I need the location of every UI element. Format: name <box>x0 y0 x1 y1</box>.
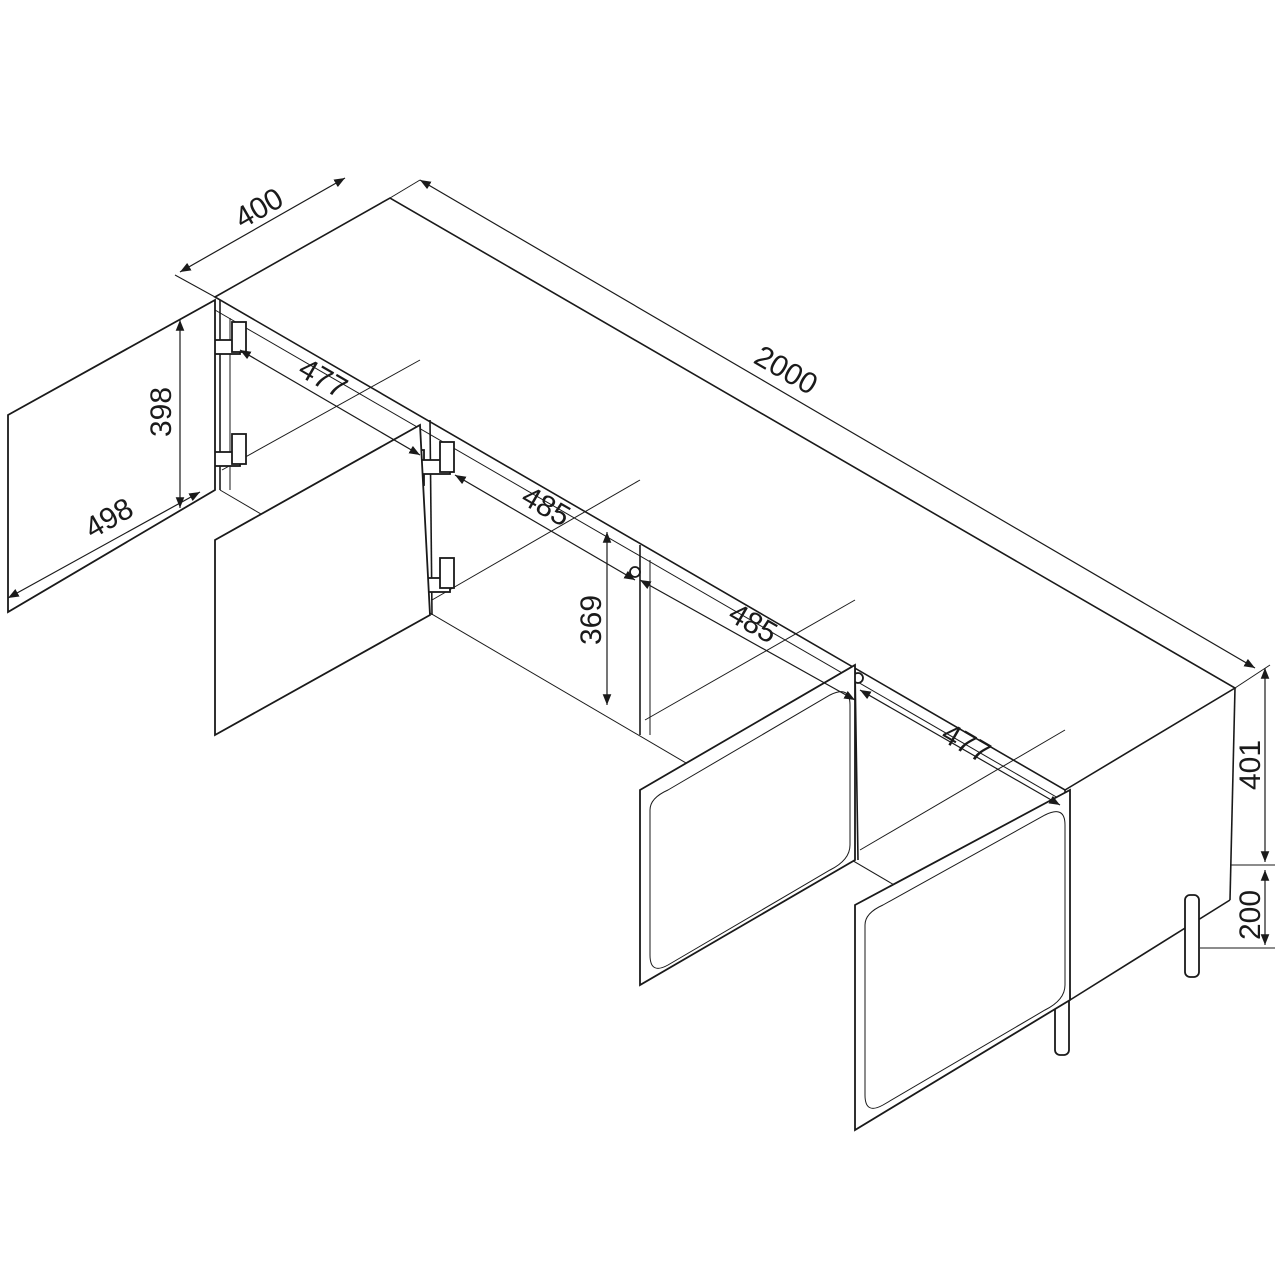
label-body-height: 401 <box>1234 740 1267 790</box>
door-4 <box>854 788 1071 1132</box>
leg-back <box>1184 894 1200 978</box>
label-depth: 400 <box>229 182 289 236</box>
door-1 <box>7 298 216 614</box>
label-inner-mid-depth-2: 485 <box>723 597 783 651</box>
label-inner-height: 369 <box>575 595 608 645</box>
legs <box>1054 894 1200 1056</box>
dimension-lines <box>7 177 1275 949</box>
door-2 <box>214 423 431 737</box>
label-leg-height: 200 <box>1234 890 1267 940</box>
label-width: 2000 <box>749 340 823 402</box>
label-door-height: 398 <box>145 387 178 437</box>
door-3 <box>639 663 856 987</box>
label-inner-mid-depth-1: 485 <box>516 480 576 534</box>
